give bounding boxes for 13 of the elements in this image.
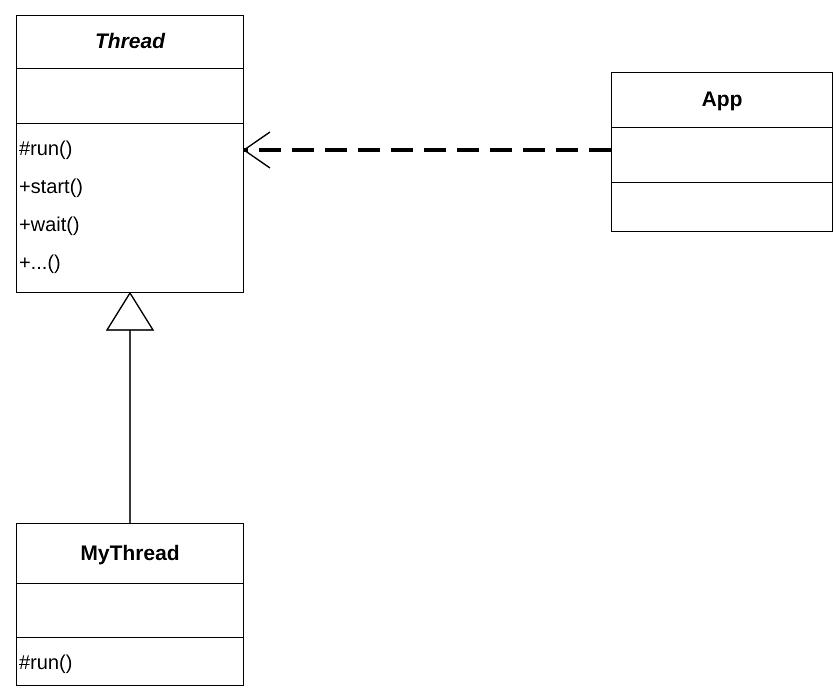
- class-box: [16, 15, 244, 293]
- dependency-arrow: [243, 131, 611, 169]
- class-name: Thread: [94, 30, 165, 54]
- class-name: App: [702, 88, 742, 112]
- inheritance-arrow: [106, 292, 154, 523]
- method-text: +...(): [19, 251, 61, 276]
- method-text: +wait(): [19, 213, 80, 238]
- method-text: #run(): [19, 137, 72, 162]
- class-name: MyThread: [80, 542, 180, 566]
- method-text: +start(): [19, 175, 83, 200]
- class-box: [16, 523, 244, 686]
- method-text: #run(): [19, 651, 72, 676]
- class-box: [611, 72, 833, 232]
